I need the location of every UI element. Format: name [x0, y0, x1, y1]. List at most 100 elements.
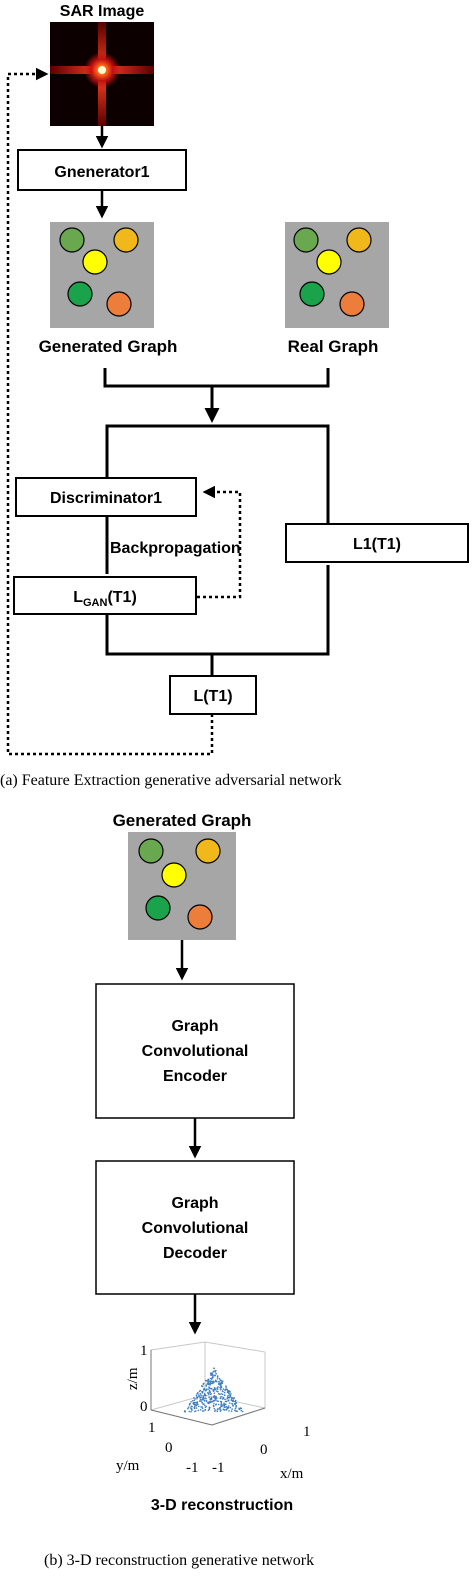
- point-cloud-dot: [193, 1406, 196, 1409]
- point-cloud-dot: [212, 1399, 215, 1402]
- point-cloud-dot: [221, 1396, 223, 1398]
- point-cloud-dot: [209, 1398, 211, 1400]
- sar-image: [50, 22, 154, 126]
- panel-b: Generated Graph Graph Convolutional Enco…: [44, 811, 314, 1569]
- point-cloud-dot: [213, 1386, 216, 1389]
- graph-node: [145, 895, 171, 921]
- point-cloud-dot: [222, 1397, 225, 1400]
- point-cloud-dot: [208, 1386, 211, 1389]
- point-cloud-dot: [194, 1403, 196, 1406]
- encoder-box: [95, 983, 295, 1119]
- point-cloud-dot: [225, 1386, 227, 1388]
- point-cloud-dot: [204, 1397, 207, 1399]
- point-cloud-dot: [188, 1410, 191, 1413]
- point-cloud-dot: [213, 1370, 216, 1372]
- sar-image-label: SAR Image: [60, 3, 145, 20]
- l1-label: L1(T1): [353, 536, 401, 553]
- point-cloud-dot: [220, 1405, 222, 1408]
- point-cloud-dot: [207, 1388, 209, 1390]
- point-cloud-dot: [192, 1402, 195, 1405]
- point-cloud-dot: [223, 1391, 226, 1394]
- point-cloud-dot: [197, 1403, 199, 1406]
- point-cloud-dot: [199, 1392, 201, 1395]
- graph-node: [106, 291, 132, 317]
- point-cloud-dot: [229, 1402, 231, 1404]
- encoder-line-3: Encoder: [163, 1068, 227, 1085]
- point-cloud-dot: [196, 1401, 198, 1404]
- graph-node: [299, 281, 325, 307]
- point-cloud-dot: [222, 1404, 224, 1406]
- point-cloud-dot: [202, 1410, 205, 1412]
- point-cloud-dot: [209, 1377, 212, 1380]
- real-graph-label: Real Graph: [288, 337, 379, 356]
- point-cloud-dot: [194, 1405, 196, 1407]
- point-cloud-dot: [212, 1375, 214, 1378]
- x-axis-label: x/m: [280, 1466, 304, 1482]
- point-cloud-dot: [215, 1390, 218, 1392]
- point-cloud-dot: [210, 1397, 213, 1399]
- graph-node: [161, 862, 187, 888]
- point-cloud-dot: [219, 1388, 222, 1391]
- point-cloud-dot: [191, 1400, 194, 1402]
- real-graph-image: [285, 222, 389, 328]
- point-cloud-dot: [198, 1405, 200, 1408]
- point-cloud-dot: [215, 1372, 217, 1375]
- point-cloud-dot: [213, 1380, 215, 1383]
- point-cloud-dot: [218, 1378, 221, 1380]
- point-cloud-dot: [212, 1405, 215, 1407]
- graph-node: [316, 249, 342, 275]
- point-cloud-dot: [207, 1391, 209, 1394]
- point-cloud-dot: [208, 1390, 211, 1392]
- point-cloud-dot: [233, 1397, 235, 1400]
- generated-graph-label: Generated Graph: [39, 337, 178, 356]
- z-axis-label: z/m: [125, 1367, 141, 1390]
- point-cloud-dot: [219, 1400, 222, 1403]
- point-cloud-dot: [238, 1407, 240, 1410]
- point-cloud-dot: [209, 1380, 212, 1383]
- point-cloud-dot: [226, 1397, 229, 1400]
- point-cloud-dot: [223, 1394, 226, 1396]
- point-cloud-dot: [190, 1411, 192, 1413]
- graph-node: [293, 227, 319, 253]
- x-tick: 0: [260, 1442, 268, 1458]
- y-axis-label: y/m: [116, 1458, 140, 1474]
- point-cloud-dot: [231, 1402, 233, 1405]
- lgan-box: [13, 576, 197, 615]
- point-cloud-dot: [198, 1394, 200, 1396]
- point-cloud-dot: [193, 1399, 196, 1402]
- point-cloud-dot: [232, 1399, 235, 1401]
- point-cloud-dot: [214, 1410, 216, 1412]
- split-frame-bottom: [105, 565, 330, 656]
- generator-box: [17, 149, 187, 191]
- y-tick: 0: [165, 1440, 173, 1456]
- point-cloud-dot: [214, 1371, 217, 1373]
- point-cloud-dot: [213, 1395, 215, 1397]
- point-cloud-dot: [228, 1394, 231, 1396]
- generated-graph-image: [50, 222, 154, 328]
- point-cloud-dot: [227, 1400, 229, 1402]
- point-cloud-dot: [196, 1396, 198, 1398]
- lgan-suffix: (T1): [107, 589, 136, 606]
- encoder-line-2: Convolutional: [142, 1043, 249, 1060]
- point-cloud-dot: [232, 1404, 234, 1406]
- point-cloud-dot: [209, 1407, 211, 1409]
- point-cloud-dot: [209, 1393, 212, 1396]
- point-cloud-dot: [202, 1397, 204, 1399]
- lgan-label: LGAN(T1): [73, 589, 137, 609]
- merge-connector: [103, 368, 330, 388]
- decoder-line-2: Convolutional: [142, 1220, 249, 1237]
- reconstruction-label: 3-D reconstruction: [151, 1497, 293, 1514]
- graph-node: [187, 904, 213, 930]
- point-cloud-dot: [223, 1402, 225, 1404]
- point-cloud-dot: [213, 1407, 216, 1410]
- point-cloud-dot: [201, 1410, 204, 1412]
- point-cloud-dot: [203, 1403, 205, 1405]
- point-cloud-dot: [210, 1398, 213, 1400]
- point-cloud-dot: [234, 1400, 237, 1403]
- point-cloud-dot: [214, 1374, 216, 1377]
- x-tick: 1: [303, 1424, 311, 1440]
- point-cloud-dot: [200, 1406, 202, 1408]
- point-cloud-dot: [190, 1407, 193, 1410]
- point-cloud-dot: [227, 1406, 230, 1409]
